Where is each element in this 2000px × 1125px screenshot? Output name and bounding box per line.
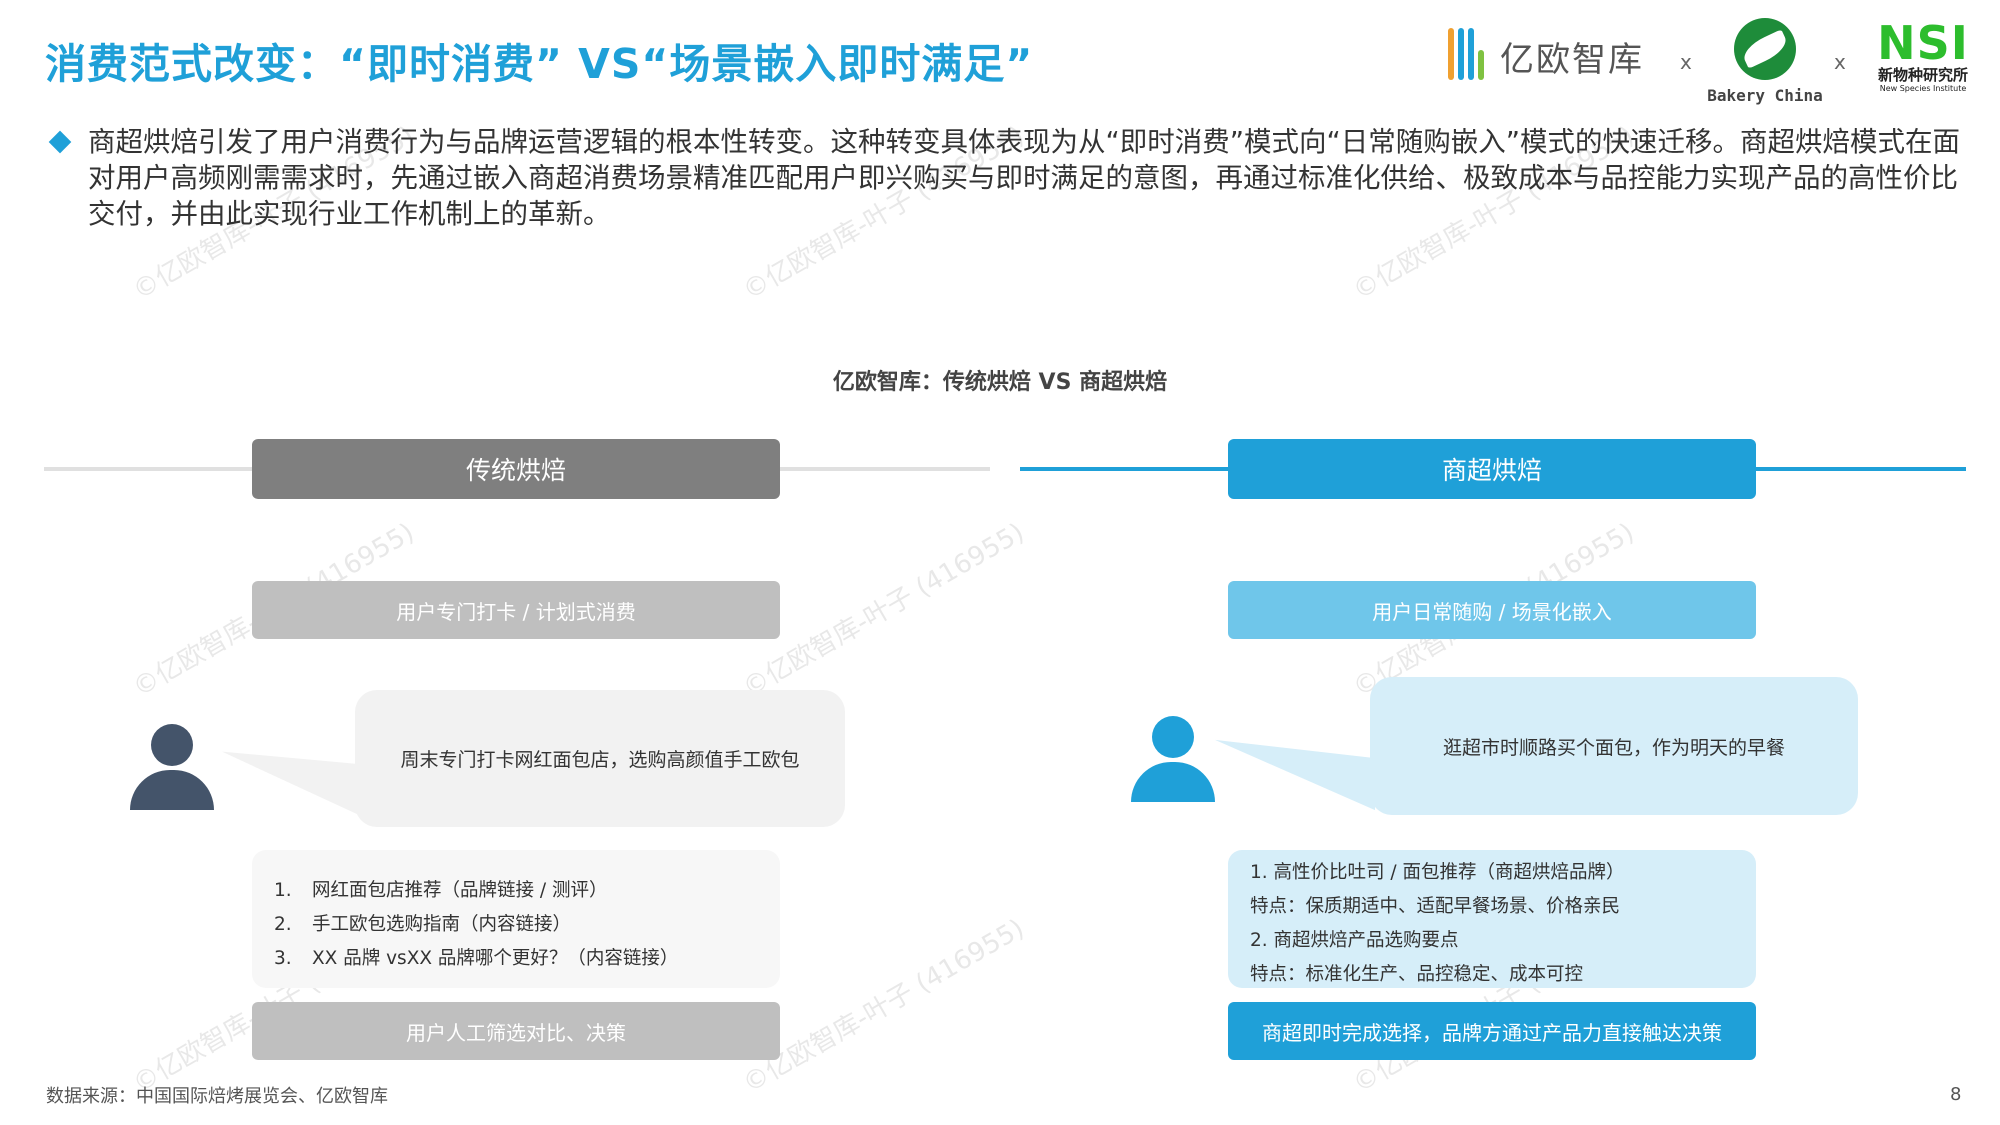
yiou-logo: 亿欧智库	[1448, 28, 1644, 84]
chart-title: 亿欧智库：传统烘焙 VS 商超烘焙	[832, 370, 1168, 395]
list-item: 2. 商超烘焙产品选购要点	[1250, 930, 1459, 951]
left-step-planned-consumption: 用户专门打卡 / 计划式消费	[252, 581, 780, 639]
right-bubble-tail	[1215, 729, 1375, 811]
left-bubble-tail	[222, 739, 362, 817]
nsi-logo-cn: 新物种研究所	[1877, 66, 1968, 84]
list-item: 1.网红面包店推荐（品牌链接 / 测评）	[274, 880, 608, 901]
diamond-bullet-icon	[48, 130, 72, 154]
list-item: 3.XX 品牌 vsXX 品牌哪个更好？（内容链接）	[274, 948, 679, 969]
logo-separator: x	[1680, 50, 1692, 74]
right-column-header: 商超烘焙	[1228, 439, 1756, 499]
bakery-china-name: Bakery China	[1707, 86, 1823, 105]
right-step-scenario-embedded: 用户日常随购 / 场景化嵌入	[1228, 581, 1756, 639]
left-column-header: 传统烘焙	[252, 439, 780, 499]
nsi-logo-en: New Species Institute	[1879, 84, 1967, 93]
left-speech-bubble: 周末专门打卡网红面包店，选购高颜值手工欧包	[355, 690, 845, 827]
bakery-china-leaf-icon	[1734, 18, 1796, 80]
yiou-logo-text: 亿欧智库	[1500, 39, 1644, 80]
right-speech-bubble: 逛超市时顺路买个面包，作为明天的早餐	[1370, 677, 1858, 815]
nsi-logo-mark: NSI	[1877, 16, 1969, 70]
right-content-list: 1. 高性价比吐司 / 面包推荐（商超烘焙品牌） 特点：保质期适中、适配早餐场景…	[1228, 850, 1756, 988]
list-item: 特点：标准化生产、品控稳定、成本可控	[1250, 964, 1584, 985]
intro-bullet: 商超烘焙引发了用户消费行为与品牌运营逻辑的根本性转变。这种转变具体表现为从“即时…	[46, 124, 1966, 232]
list-item: 1. 高性价比吐司 / 面包推荐（商超烘焙品牌）	[1250, 862, 1625, 883]
right-decision-box: 商超即时完成选择，品牌方通过产品力直接触达决策	[1228, 1002, 1756, 1060]
bakery-china-logo: Bakery China	[1700, 18, 1830, 108]
left-decision-box: 用户人工筛选对比、决策	[252, 1002, 780, 1060]
nsi-logo: NSI 新物种研究所 New Species Institute	[1862, 20, 1984, 94]
data-source: 数据来源：中国国际焙烤展览会、亿欧智库	[46, 1086, 388, 1107]
left-content-list: 1.网红面包店推荐（品牌链接 / 测评） 2.手工欧包选购指南（内容链接） 3.…	[252, 850, 780, 988]
right-user-avatar-icon	[1131, 716, 1215, 802]
intro-paragraph: 商超烘焙引发了用户消费行为与品牌运营逻辑的根本性转变。这种转变具体表现为从“即时…	[88, 126, 1960, 230]
list-item: 特点：保质期适中、适配早餐场景、价格亲民	[1250, 896, 1621, 917]
list-item: 2.手工欧包选购指南（内容链接）	[274, 914, 572, 935]
page-number: 8	[1950, 1084, 1962, 1105]
left-user-avatar-icon	[130, 724, 214, 810]
logo-separator: x	[1834, 50, 1846, 74]
yiou-logo-mark-icon	[1448, 28, 1492, 84]
page-title: 消费范式改变：“即时消费” VS“场景嵌入即时满足”	[45, 40, 1034, 88]
